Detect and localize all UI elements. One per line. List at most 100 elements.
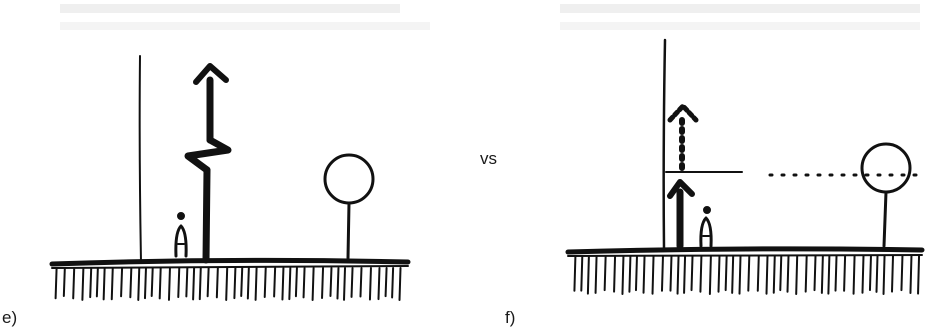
dotted-arrow-f — [667, 103, 699, 171]
ground-hatch-tick — [603, 255, 607, 292]
person-figure-f — [699, 206, 713, 248]
ground-hatch-tick — [273, 267, 277, 298]
ground-hatch-tick — [54, 267, 58, 300]
ground-hatch-tick — [192, 267, 196, 301]
ground-hatch-tick — [772, 255, 776, 294]
ground-hatch-tick — [240, 267, 244, 298]
ground-hatch-tick — [225, 267, 229, 301]
ground-hatch-tick — [634, 255, 638, 292]
ground-hatch-tick — [311, 267, 315, 301]
ground-hatch-tick — [669, 255, 673, 292]
ground-hatch-tick — [660, 255, 664, 292]
ground-hatch-tick — [81, 267, 85, 301]
faint-header-bleedthrough — [60, 4, 920, 30]
ground-hatch-tick — [843, 255, 847, 292]
ground-hatch-tick — [747, 255, 751, 292]
ground-hatch-tick — [215, 267, 219, 299]
broken-arrow-e — [184, 63, 232, 264]
ground-hatch-tick — [329, 267, 333, 298]
ground-hatch-tick — [651, 255, 655, 295]
ground-hatch-tick — [834, 255, 838, 292]
ground-hatch-tick — [613, 255, 617, 293]
ground-hatch-tick — [594, 255, 598, 294]
ground-hatch-tick — [900, 255, 904, 292]
tree-e — [323, 153, 375, 260]
ground-hatch-tick — [683, 255, 687, 294]
ground-hatch-tick — [391, 267, 395, 299]
ground-hatch-tick — [398, 267, 402, 301]
ground-hatch-tick — [580, 255, 584, 292]
ground-hatch-tick — [246, 267, 250, 300]
ground-hatch-tick — [882, 255, 886, 295]
ground-hatch-tick — [62, 267, 66, 298]
thin-pole-f — [662, 38, 667, 250]
ground-hatch-tick — [642, 255, 646, 294]
ground-hatch-tick — [786, 255, 790, 293]
tree-f — [860, 142, 912, 248]
ground-hatch-tick — [288, 267, 292, 301]
ground-hatch-tick — [909, 255, 913, 294]
vs-separator: vs — [480, 149, 497, 168]
ground-hatch-tick — [254, 267, 258, 301]
ground-hatch-tick — [263, 267, 267, 298]
ground-hatch-tick — [731, 255, 735, 294]
ground-hatch-tick — [102, 267, 106, 301]
ground-hatch-tick — [343, 267, 347, 301]
ground-hatch-tick — [294, 267, 298, 298]
ground-hatch-tick — [765, 255, 769, 295]
ground-hatch-tick — [827, 255, 831, 295]
ground-hatch-tick — [177, 267, 181, 299]
short-arrow-f — [667, 179, 695, 250]
ground-hatch-tick — [875, 255, 879, 293]
ground-hatch-tick — [628, 255, 632, 293]
ground-hatch-tick — [852, 255, 856, 295]
ground-hatch-tick — [359, 267, 363, 298]
ground-hatch-tick — [350, 267, 354, 298]
ground-hatch-tick — [206, 267, 210, 298]
panel-f-label: f) — [505, 308, 516, 327]
ground-hatch-tick — [110, 267, 114, 301]
ground-hatch-tick — [890, 255, 894, 293]
ground-hatch-tick — [690, 255, 694, 292]
ground-hatch-tick — [129, 267, 133, 299]
ground-hatch-tick — [233, 267, 237, 300]
panel-e-label: e) — [2, 308, 18, 327]
ground-e — [49, 257, 411, 301]
ground-hatch-tick — [861, 255, 865, 294]
ground-hatch-tick — [377, 267, 381, 301]
ground-hatch-tick — [717, 255, 721, 293]
ground-hatch-tick — [137, 267, 141, 301]
ground-hatch-tick — [724, 255, 728, 292]
ground-hatch-tick — [820, 255, 824, 294]
ground-hatch-tick — [917, 255, 921, 295]
ground-hatch-tick — [198, 267, 202, 301]
ground-hatch-tick — [384, 267, 388, 298]
ground-hatch-tick — [813, 255, 817, 292]
ground-hatch-tick — [676, 255, 680, 295]
ground-hatch-tick — [368, 267, 372, 301]
ground-hatch-tick — [779, 255, 783, 292]
panel-f — [565, 38, 925, 295]
ground-hatch-tick — [185, 267, 189, 298]
ground-hatch-tick — [95, 267, 99, 298]
ground-hatch-tick — [302, 267, 306, 299]
ground-hatch-tick — [708, 255, 712, 295]
ground-hatch-tick — [699, 255, 703, 293]
person-figure-e — [174, 212, 188, 258]
ground-hatch-tick — [150, 267, 154, 298]
ground-hatch-tick — [89, 267, 93, 299]
thin-pole-e — [138, 55, 142, 263]
ground-hatch-tick — [321, 267, 325, 300]
ground-hatch-tick — [804, 255, 808, 293]
ground-hatch-tick — [336, 267, 340, 300]
ground-hatch-tick — [756, 255, 760, 292]
panel-e — [49, 55, 411, 301]
ground-hatch-tick — [738, 255, 742, 295]
ground-hatch-tick — [795, 255, 799, 295]
ground-hatch-tick — [143, 267, 147, 300]
ground-hatch-tick — [868, 255, 872, 292]
ground-hatch-tick — [72, 267, 76, 300]
ground-hatch-tick — [167, 267, 171, 301]
